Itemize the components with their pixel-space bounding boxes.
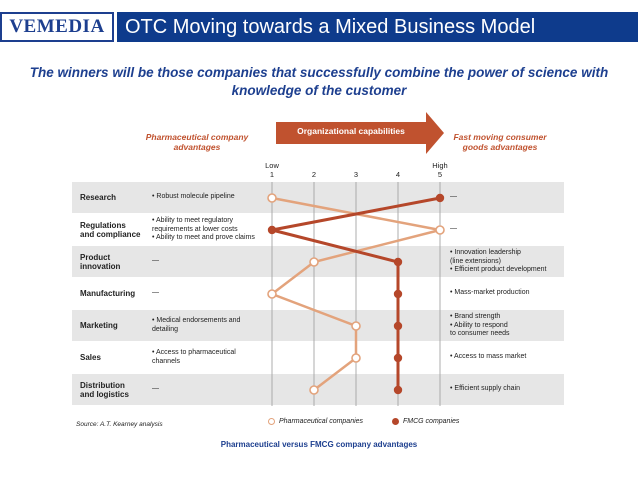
source-note: Source: A.T. Kearney analysis [76,421,163,428]
fmcg-point [393,257,403,267]
table-row: Manufacturing — • Mass-market production [72,278,564,309]
pharma-advantage: — [152,257,159,264]
pharma-advantage: — [152,289,159,296]
fmcg-point [393,385,403,395]
pharma-advantage: — [152,385,159,392]
score-lines-plot [267,182,445,406]
pharma-advantage: • Access to pharmaceutical channels [152,349,236,365]
scale-tick: 4 [395,170,401,179]
row-label: Marketing [80,321,118,330]
pharma-point [351,353,361,363]
legend-pharma-label: Pharmaceutical companies [279,418,364,425]
pharma-column-header: Pharmaceutical company advantages [145,132,249,152]
fmcg-point [267,225,277,235]
pharma-point [267,289,277,299]
slide-subtitle: The winners will be those companies that… [29,65,609,98]
legend-pharma-marker [268,418,275,425]
arrow-head-icon [426,112,444,154]
fmcg-point [435,193,445,203]
legend-fmcg-label: FMCG companies [403,418,460,425]
scale-low-label: Low [265,161,279,170]
fmcg-advantage: • Efficient supply chain [450,385,521,392]
fmcg-advantage: — [450,193,457,200]
fmcg-advantage: — [450,225,457,232]
pharma-advantage: • Ability to meet regulatory requirement… [152,217,255,241]
vemedia-logo: VEMEDIA [0,12,114,42]
logo-text: VEMEDIA [9,16,105,37]
figure-caption: Pharmaceutical versus FMCG company advan… [220,440,418,449]
scale-tick: 5 [437,170,443,179]
arrow-shape [276,122,426,144]
slide-title: OTC Moving towards a Mixed Business Mode… [125,15,536,38]
pharma-advantage: • Medical endorsements and detailing [152,317,241,333]
fmcg-advantage: • Brand strength• Ability to respond to … [450,313,510,337]
scale-tick: 3 [353,170,359,179]
scale-high-label: High [432,161,448,170]
fmcg-advantage: • Mass-market production [450,289,530,296]
scale-tick: 2 [311,170,317,179]
fmcg-point [393,321,403,331]
pharma-point [435,225,445,235]
scale-tick: 1 [269,170,275,179]
comparison-figure: Organizational capabilities Pharmaceutic… [72,112,564,436]
pharma-advantage: • Robust molecule pipeline [152,193,235,200]
legend-fmcg-marker [392,418,399,425]
title-bar: OTC Moving towards a Mixed Business Mode… [117,12,638,42]
row-label: Research [80,193,117,202]
pharma-point [267,193,277,203]
row-label: Sales [80,353,101,362]
fmcg-column-header: Fast moving consumer goods advantages [453,132,547,152]
table-row: Sales • Access to pharmaceutical channels… [72,342,564,373]
fmcg-advantage: • Access to mass market [450,353,527,360]
table-row: Marketing • Medical endorsements and deta… [72,310,564,341]
pharma-point [309,385,319,395]
pharma-point [351,321,361,331]
legend-pharma: Pharmaceutical companies [268,418,363,425]
fmcg-point [393,289,403,299]
fmcg-point [393,353,403,363]
fmcg-advantage: • Innovation leadership (line extensions… [450,249,547,273]
pharma-point [309,257,319,267]
legend-fmcg: FMCG companies [392,418,459,425]
row-label: Manufacturing [80,289,136,298]
arrow-label: Organizational capabilities [297,126,405,136]
